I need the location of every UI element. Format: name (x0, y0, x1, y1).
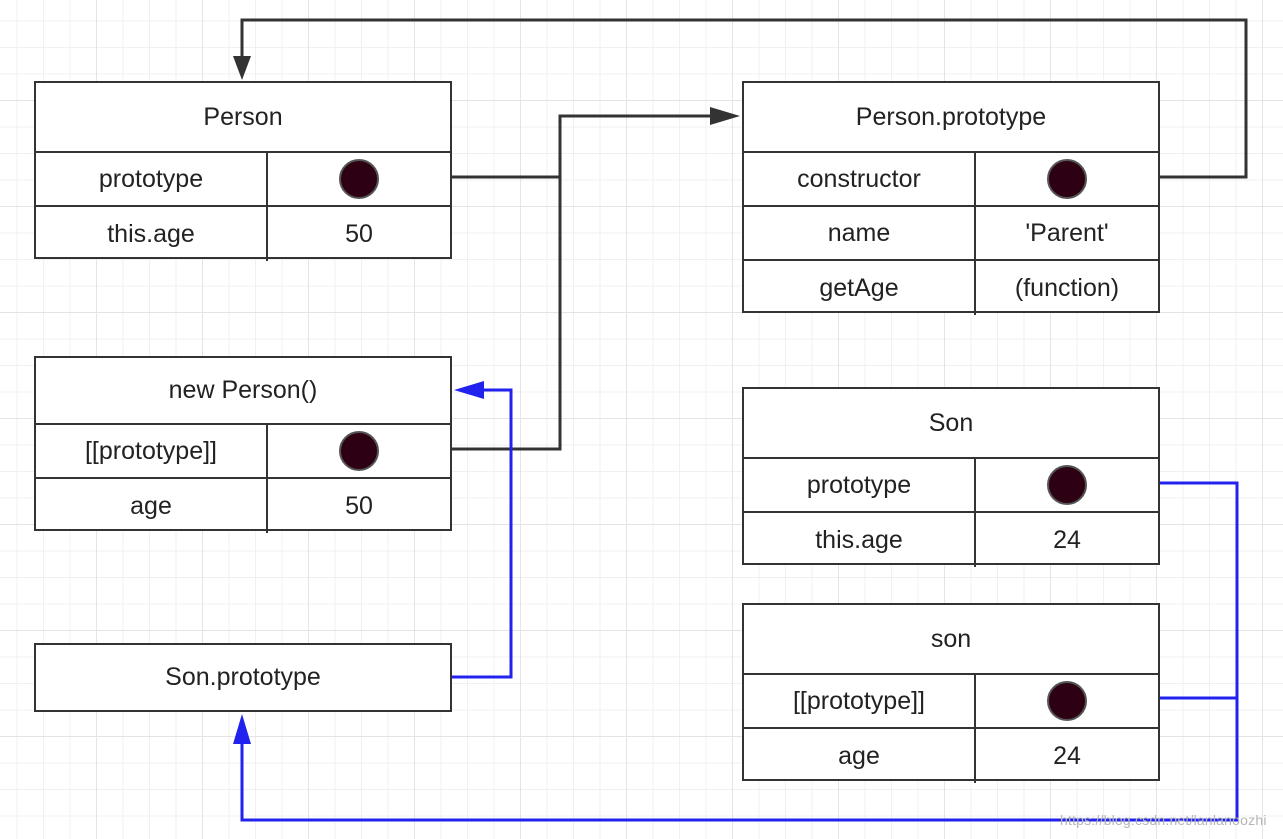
person-prototype-row-getage: getAge (function) (744, 261, 1158, 315)
person-title: Person (36, 83, 450, 153)
row-key: [[prototype]] (36, 425, 268, 477)
son-instance-row-age: age 24 (744, 729, 1158, 783)
person-row-prototype: prototype (36, 153, 450, 207)
row-value (976, 675, 1158, 727)
arrowhead-person (233, 56, 251, 80)
row-value (976, 459, 1158, 511)
row-value: 24 (1053, 741, 1081, 770)
row-value: 50 (345, 491, 373, 520)
row-key: this.age (36, 207, 268, 261)
son-fn-title: Son (744, 389, 1158, 459)
new-person-row-age: age 50 (36, 479, 450, 533)
person-row-this-age: this.age 50 (36, 207, 450, 261)
watermark: https://blog.csdn.net/lanlanoozhi (1060, 812, 1267, 828)
row-value: 24 (1053, 525, 1081, 554)
arrowhead-newperson (454, 381, 484, 399)
arrowhead-person-prototype (710, 107, 740, 125)
pointer-dot-icon (339, 431, 379, 471)
row-value (268, 153, 450, 205)
row-key: this.age (744, 513, 976, 567)
row-value: (function) (1014, 273, 1120, 302)
arrow-son-prototype-slot (240, 481, 1239, 822)
row-value (976, 153, 1158, 205)
person-table: Person prototype this.age 50 (34, 81, 452, 261)
person-prototype-row-name: name 'Parent' (744, 207, 1158, 261)
new-person-row-prototype: [[prototype]] (36, 425, 450, 479)
pointer-dot-icon (339, 159, 379, 199)
arrow-constructor-to-person (240, 18, 1248, 179)
son-fn-row-prototype: prototype (744, 459, 1158, 513)
row-key: name (744, 207, 976, 259)
son-prototype-title: Son.prototype (165, 663, 321, 691)
pointer-dot-icon (1047, 681, 1087, 721)
son-instance-row-prototype: [[prototype]] (744, 675, 1158, 729)
son-fn-table: Son prototype this.age 24 (742, 387, 1160, 567)
person-prototype-row-constructor: constructor (744, 153, 1158, 207)
son-prototype-box: Son.prototype (34, 643, 452, 712)
row-value: 50 (345, 219, 373, 248)
pointer-dot-icon (1047, 465, 1087, 505)
son-instance-title: son (744, 605, 1158, 675)
row-key: prototype (36, 153, 268, 205)
new-person-title: new Person() (36, 358, 450, 425)
son-instance-table: son [[prototype]] age 24 (742, 603, 1160, 783)
row-key: getAge (744, 261, 976, 315)
row-value (268, 425, 450, 477)
new-person-table: new Person() [[prototype]] age 50 (34, 356, 452, 533)
arrow-newperson-proto-to-person-prototype (380, 114, 722, 451)
row-key: prototype (744, 459, 976, 511)
row-key: [[prototype]] (744, 675, 976, 727)
arrowhead-son-prototype (233, 714, 251, 744)
arrow-sonprototype-to-newperson (452, 388, 513, 679)
row-key: constructor (744, 153, 976, 205)
row-key: age (36, 479, 268, 533)
pointer-dot-icon (1047, 159, 1087, 199)
son-fn-row-this-age: this.age 24 (744, 513, 1158, 567)
row-key: age (744, 729, 976, 783)
person-prototype-title: Person.prototype (744, 83, 1158, 153)
row-value: 'Parent' (1025, 218, 1109, 247)
person-prototype-table: Person.prototype constructor name 'Paren… (742, 81, 1160, 315)
